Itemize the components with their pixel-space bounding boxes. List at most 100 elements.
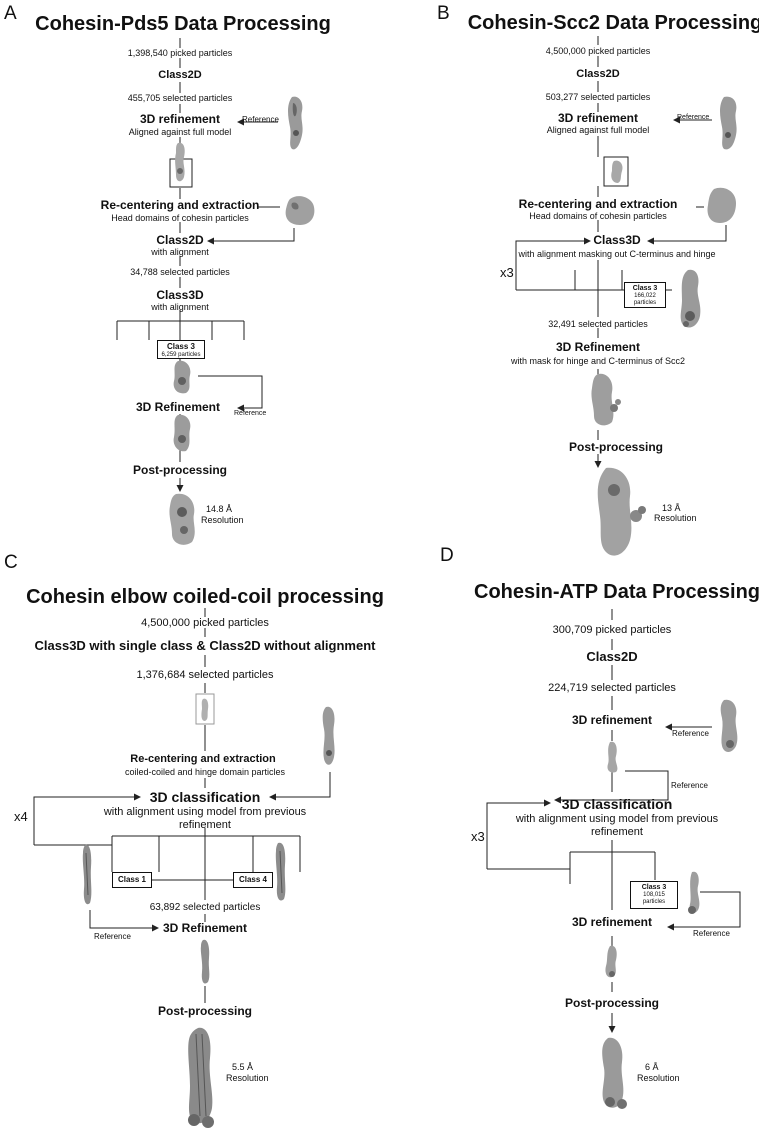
panel-c-recenter-title: Re-centering and extraction: [130, 753, 276, 765]
panel-a-refine-sub: Aligned against full model: [128, 127, 232, 137]
panel-c-final-map-icon: [188, 1027, 214, 1128]
panel-b-res-value: 13 Å: [662, 503, 681, 513]
panel-a-res-label: Resolution: [201, 515, 244, 525]
panel-d-post: Post-processing: [564, 996, 660, 1010]
panel-d-class-box: Class 3 108,015 particles: [630, 881, 678, 909]
panel-c-res-label: Resolution: [226, 1073, 269, 1083]
panel-b-res-label: Resolution: [654, 513, 697, 523]
panel-d-class-box-title: Class 3: [641, 884, 667, 891]
panel-d-repeat: x3: [471, 829, 485, 844]
panel-d-reference2: Reference: [693, 929, 730, 938]
panel-a-recenter-title: Re-centering and extraction: [100, 198, 260, 212]
panel-d-res-value: 6 Å: [645, 1062, 659, 1072]
panel-b-initial-map-icon: [611, 160, 623, 183]
panel-a-refine2: 3D Refinement: [135, 400, 221, 414]
panel-a-recenter-sub: Head domains of cohesin particles: [111, 213, 249, 223]
panel-b-class-box-title: Class 3: [632, 285, 658, 292]
panel-b-selected1: 503,277 selected particles: [545, 92, 651, 102]
panel-a-selected2: 34,788 selected particles: [130, 267, 230, 277]
panel-b-refine-sub: Aligned against full model: [546, 125, 650, 135]
panel-c-classification: 3D classification: [149, 789, 261, 805]
panel-a-letter: A: [4, 3, 17, 24]
panel-a-class3-map-icon: [173, 360, 191, 394]
panel-a-selected1: 455,705 selected particles: [127, 93, 233, 103]
panel-c-reference: Reference: [94, 932, 131, 941]
panel-d-title: Cohesin-ATP Data Processing: [474, 581, 759, 603]
panel-b-repeat: x3: [500, 265, 514, 280]
panel-c-class4-label: Class 4: [238, 875, 268, 884]
panel-a-reference-map-icon: [288, 96, 303, 150]
panel-c-class3d-line: Class3D with single class & Class2D with…: [34, 638, 376, 653]
panel-a-res-value: 14.8 Å: [206, 504, 233, 514]
panel-d-picked: 300,709 picked particles: [552, 624, 672, 636]
panel-b-head-map-icon: [707, 187, 736, 223]
panel-d-refine-title: 3D refinement: [571, 713, 653, 727]
panel-c-class1-map-icon: [82, 844, 92, 905]
panel-b-picked: 4,500,000 picked particles: [545, 46, 651, 56]
panel-b-refine-map-icon: [591, 373, 621, 426]
panel-d-classification: 3D classification: [561, 796, 673, 812]
panel-b-class3-map-icon: [680, 269, 701, 328]
panel-d-refine2: 3D refinement: [571, 915, 653, 929]
panel-a-reference: Reference: [242, 115, 279, 124]
panel-b-title: Cohesin-Scc2 Data Processing: [467, 12, 759, 34]
panel-d-final-map-icon: [602, 1037, 627, 1109]
panel-a-title: Cohesin-Pds5 Data Processing: [35, 13, 331, 35]
panel-b-class-box-num: 166,022: [634, 293, 656, 299]
panel-a-class2d-b-sub: with alignment: [151, 247, 209, 257]
panel-c-res-value: 5.5 Å: [232, 1062, 254, 1072]
panel-a-refine-title: 3D refinement: [139, 112, 221, 126]
panel-a-post: Post-processing: [132, 463, 228, 477]
panel-b-class-box-unit: particles: [633, 300, 657, 306]
panel-d-letter: D: [440, 545, 454, 566]
panel-b-reference-map-icon: [720, 96, 737, 150]
panel-c-refine-map-icon: [200, 939, 210, 984]
panel-a-class2d: Class2D: [158, 69, 202, 81]
panel-b-class3d: Class3D: [593, 233, 641, 247]
panel-c-repeat: x4: [14, 809, 28, 824]
panel-a-class3d-sub: with alignment: [151, 302, 209, 312]
panel-c-letter: C: [4, 552, 18, 573]
panel-a-head-map-icon: [285, 196, 315, 225]
panel-c-selected1: 1,376,684 selected particles: [136, 669, 274, 681]
panel-a-reference2: Reference: [234, 410, 267, 417]
panel-b-recenter-title: Re-centering and extraction: [518, 197, 678, 211]
panel-d-class3-map-icon: [688, 871, 700, 914]
panel-c-class1-box: Class 1: [112, 872, 152, 888]
panel-b-refine2: 3D Refinement: [555, 340, 641, 354]
panel-b-final-map-icon: [597, 467, 646, 556]
panel-a-refine-map-icon: [173, 414, 191, 452]
panel-a-final-map-icon: [169, 493, 195, 545]
panel-b-class2d: Class2D: [576, 68, 620, 80]
panel-a-class-box: Class 3 6,259 particles: [157, 340, 205, 359]
panel-c-reference-map-icon: [322, 706, 335, 765]
panel-c-title: Cohesin elbow coiled-coil processing: [26, 586, 384, 608]
panel-c-class1-label: Class 1: [117, 875, 147, 884]
panel-d-classification-sub2: refinement: [591, 826, 643, 838]
panel-b-class-box: Class 3 166,022 particles: [624, 282, 666, 308]
panel-b-refine2-sub: with mask for hinge and C-terminus of Sc…: [510, 356, 686, 366]
panel-d-class-box-num: 108,015: [643, 892, 665, 898]
panel-d-reference-b: Reference: [671, 781, 708, 790]
panel-d-selected1: 224,719 selected particles: [548, 682, 676, 694]
panel-d-class-box-unit: particles: [642, 899, 666, 905]
panel-c-initial-map-icon: [201, 698, 209, 721]
panel-c-class4-map-icon: [275, 842, 286, 901]
panel-a-class-box-title: Class 3: [166, 342, 196, 351]
panel-b-recenter-sub: Head domains of cohesin particles: [529, 211, 667, 221]
panel-d-classification-sub1: with alignment using model from previous: [515, 813, 719, 825]
panel-b-class3d-sub: with alignment masking out C-terminus an…: [518, 249, 716, 259]
panel-d-class2d: Class2D: [586, 649, 638, 664]
panel-c-class4-box: Class 4: [233, 872, 273, 888]
panel-c-post: Post-processing: [157, 1004, 253, 1018]
panel-c-picked: 4,500,000 picked particles: [141, 617, 269, 629]
panel-d-initial-map-icon: [607, 741, 618, 773]
panel-b-reference: Reference: [677, 114, 710, 121]
panel-d-reference-map-icon: [720, 699, 738, 752]
panel-a-class-box-sub: 6,259 particles: [161, 352, 201, 358]
panel-c-classification-sub2: refinement: [179, 819, 231, 831]
panel-c-refine2: 3D Refinement: [162, 921, 248, 935]
panel-c-recenter-sub: coiled-coiled and hinge domain particles: [124, 767, 286, 777]
panel-d-reference: Reference: [672, 729, 709, 738]
